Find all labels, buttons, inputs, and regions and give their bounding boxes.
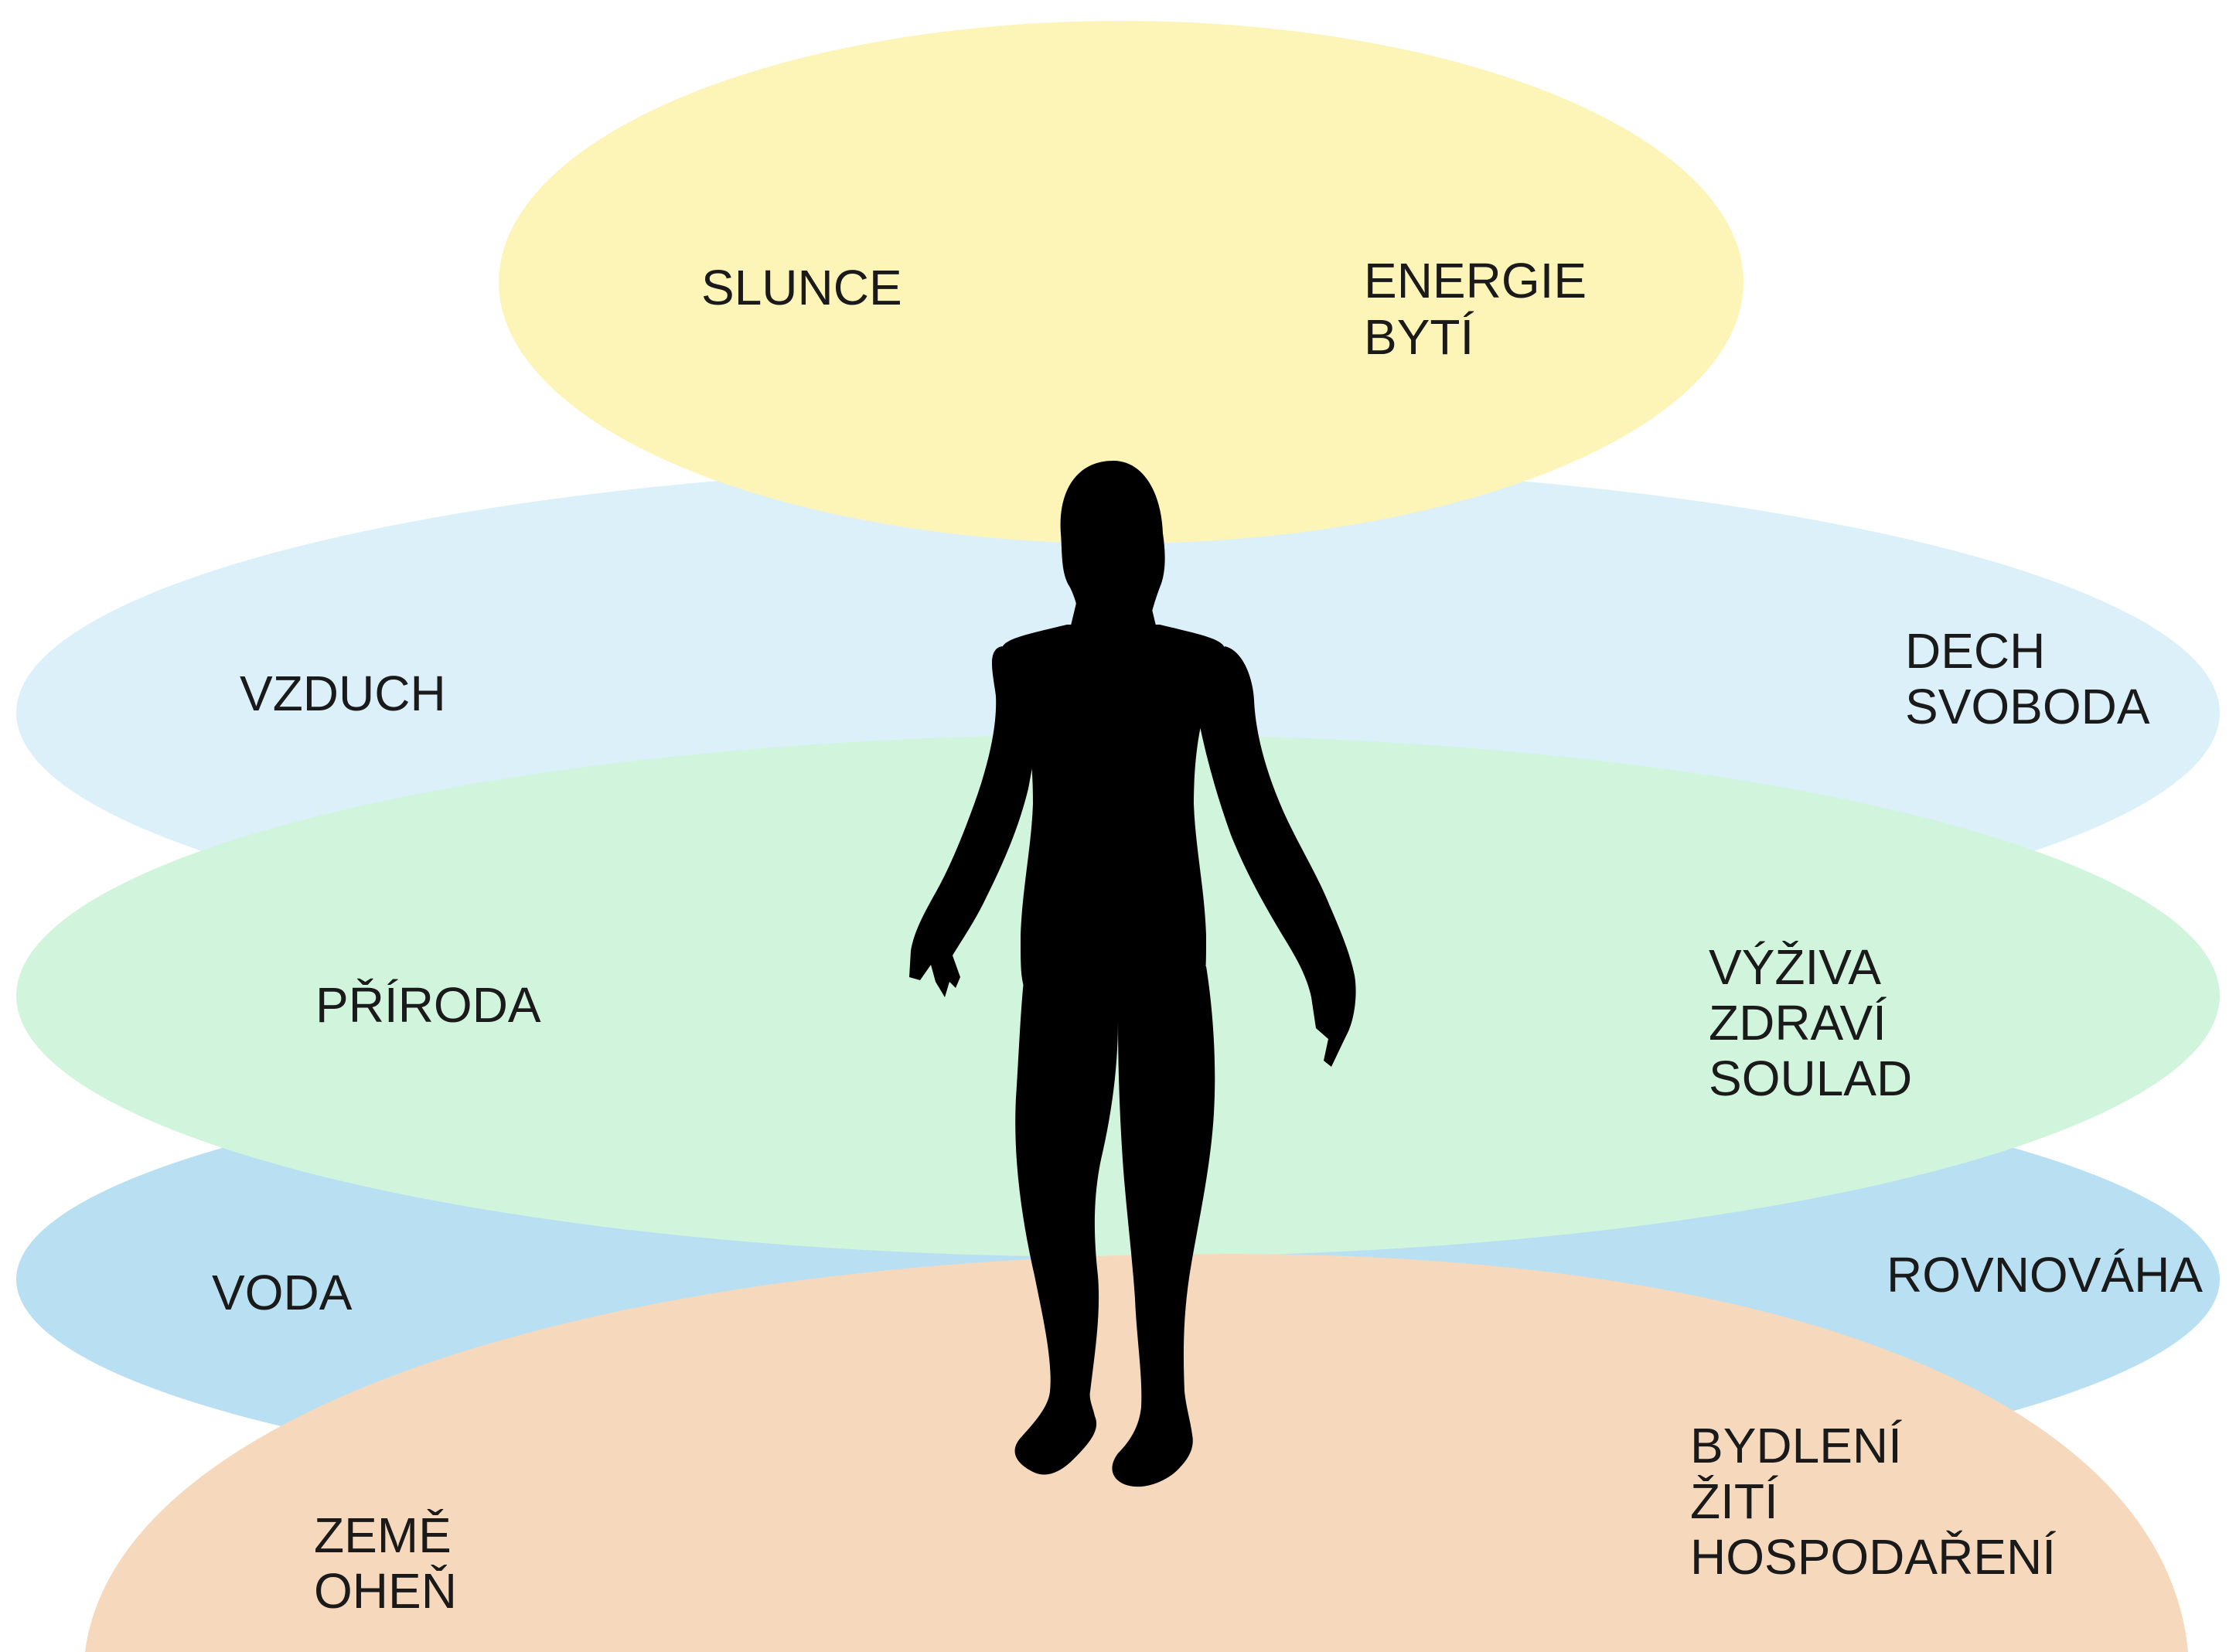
nature-right-label: VÝŽIVA ZDRAVÍ SOULAD <box>1709 939 1912 1106</box>
earth-right-line: ŽITÍ <box>1690 1473 1778 1529</box>
earth-left-line: OHEŇ <box>314 1563 457 1619</box>
nature-right-line: ZDRAVÍ <box>1709 995 1887 1051</box>
air-left-label: VZDUCH <box>240 666 446 721</box>
earth-right-line: HOSPODAŘENÍ <box>1690 1529 2056 1585</box>
water-left-line: VODA <box>212 1265 353 1320</box>
water-right-label: ROVNOVÁHA <box>1887 1247 2203 1303</box>
earth-left-line: ZEMĚ <box>314 1507 452 1563</box>
water-left-label: VODA <box>212 1265 353 1320</box>
sun-left-line: SLUNCE <box>701 260 902 315</box>
earth-left-label: ZEMĚ OHEŇ <box>314 1507 465 1619</box>
nature-right-line: SOULAD <box>1709 1051 1912 1106</box>
water-right-line: ROVNOVÁHA <box>1887 1247 2203 1303</box>
sun-right-line: ENERGIE <box>1364 253 1587 308</box>
air-right-line: DECH <box>1905 623 2045 679</box>
air-right-line: SVOBODA <box>1905 679 2150 734</box>
air-left-line: VZDUCH <box>240 666 446 721</box>
sun-right-line: BYTÍ <box>1364 309 1474 365</box>
nature-right-line: VÝŽIVA <box>1709 939 1881 995</box>
earth-right-line: BYDLENÍ <box>1690 1418 1902 1473</box>
nature-left-label: PŘÍRODA <box>315 977 541 1033</box>
nature-left-line: PŘÍRODA <box>315 977 541 1033</box>
sun-left-label: SLUNCE <box>701 260 902 315</box>
